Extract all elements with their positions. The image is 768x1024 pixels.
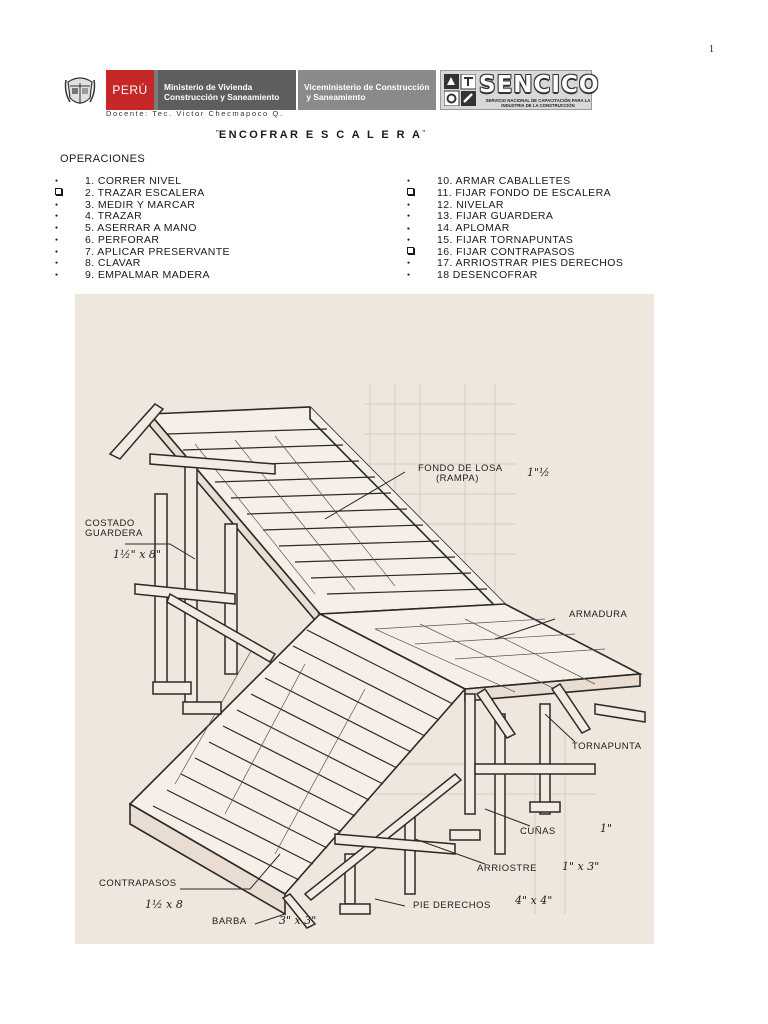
- label-tornapunta: TORNAPUNTA: [572, 741, 642, 752]
- operation-item: 18 DESENCOFRAR: [407, 269, 623, 283]
- operation-item: 4. TRAZAR: [55, 210, 230, 223]
- operation-text: 18 DESENCOFRAR: [437, 269, 538, 281]
- label-arriostre: ARRIOSTRE: [477, 863, 537, 874]
- checkbox-bullet-icon: [407, 247, 437, 259]
- operation-text: 8. CLAVAR: [85, 257, 141, 270]
- page-number: 1: [709, 44, 714, 55]
- operation-item: 5. ASERRAR A MANO: [55, 222, 230, 235]
- operation-item: 17. ARRIOSTRAR PIES DERECHOS: [407, 257, 624, 270]
- note-barba-size: 3" x 3": [279, 914, 317, 927]
- label-costado: COSTADO: [85, 518, 135, 529]
- peru-label: PERÚ: [112, 83, 148, 97]
- document-title-text: ENCOFRAR E S C A L E R A: [218, 129, 423, 141]
- viceministry-banner: Viceministerio de Construcción y Saneami…: [298, 70, 436, 110]
- operation-item: 8. CLAVAR: [55, 257, 230, 270]
- operation-text: 15. FIJAR TORNAPUNTAS: [437, 233, 574, 246]
- operation-text: 7. APLICAR PRESERVANTE: [85, 245, 230, 258]
- peru-red-block: PERÚ: [106, 70, 154, 110]
- operation-item: 11. FIJAR FONDO DE ESCALERA: [407, 186, 623, 200]
- sencico-subtitle: SERVICIO NACIONAL DE CAPACITACIÓN PARA L…: [485, 98, 591, 108]
- note-cunas-size: 1": [600, 822, 613, 835]
- stair-formwork-drawing: FONDO DE LOSA (RAMPA) 1"½ COSTADO GUARDE…: [75, 294, 654, 944]
- label-barba: BARBA: [212, 916, 247, 927]
- note-costado-size: 1½" x 8": [113, 548, 161, 561]
- operation-text: 10. ARMAR CABALLETES: [437, 175, 571, 187]
- operation-item: 13. FIJAR GUARDERA: [407, 210, 623, 223]
- operation-item: 15. FIJAR TORNAPUNTAS: [407, 233, 623, 247]
- operation-item: 6. PERFORAR: [55, 233, 230, 247]
- operation-item: 16. FIJAR CONTRAPASOS: [407, 245, 623, 259]
- operation-text: 9. EMPALMAR MADERA: [85, 269, 210, 281]
- operation-item: 14. APLOMAR: [407, 222, 623, 235]
- operation-text: 6. PERFORAR: [85, 233, 160, 246]
- operations-heading: OPERACIONES: [60, 153, 146, 165]
- checkbox-bullet-icon: [407, 188, 437, 200]
- sencico-logo: SENCICO SERVICIO NACIONAL DE CAPACITACIÓ…: [440, 70, 598, 110]
- label-fondo-de-losa: FONDO DE LOSA: [418, 463, 503, 474]
- landing-platform: [317, 603, 643, 702]
- checkbox-bullet-icon: [55, 188, 85, 200]
- label-rampa: (RAMPA): [436, 473, 479, 484]
- operation-text: 16. FIJAR CONTRAPASOS: [437, 245, 575, 258]
- operation-text: 4. TRAZAR: [85, 210, 143, 223]
- posts-and-braces: [108, 403, 646, 929]
- dot-bullet-icon: [55, 270, 85, 283]
- operation-item: 10. ARMAR CABALLETES: [407, 175, 623, 188]
- note-pie-derechos-size: 4" x 4": [515, 894, 553, 907]
- lower-steps: [152, 629, 454, 881]
- operation-item: 3. MEDIR Y MARCAR: [55, 198, 230, 212]
- operation-text: 12. NIVELAR: [437, 198, 504, 211]
- label-contrapasos: CONTRAPASOS: [99, 878, 177, 889]
- operation-text: 13. FIJAR GUARDERA: [437, 210, 554, 223]
- operation-item: 2. TRAZAR ESCALERA: [55, 186, 230, 200]
- operation-item: 9. EMPALMAR MADERA: [55, 269, 230, 283]
- operation-text: 5. ASERRAR A MANO: [85, 222, 197, 234]
- operation-text: 1. CORRER NIVEL: [85, 175, 182, 187]
- label-armadura: ARMADURA: [569, 609, 628, 620]
- operation-text: 17. ARRIOSTRAR PIES DERECHOS: [437, 257, 624, 270]
- sencico-emblem-icon: [444, 74, 476, 106]
- ministry-line-1: Ministerio de Vivienda: [164, 82, 253, 92]
- viceministry-line-1: Viceministerio de Construcción: [304, 82, 430, 92]
- note-contrapasos-size: 1½ x 8: [145, 898, 183, 911]
- operation-item: 7. APLICAR PRESERVANTE: [55, 245, 230, 259]
- operation-text: 14. APLOMAR: [437, 222, 510, 234]
- stair-formwork-sketch: [108, 384, 646, 929]
- operation-item: 12. NIVELAR: [407, 198, 623, 212]
- sencico-wordmark: SENCICO: [479, 72, 600, 98]
- note-arriostre-size: 1" x 3": [562, 860, 600, 873]
- dot-bullet-icon: [407, 270, 437, 283]
- viceministry-line-2: y Saneamiento: [304, 92, 366, 102]
- institution-header: PERÚ Ministerio de Vivienda Construcción…: [62, 70, 598, 110]
- ministry-line-2: Construcción y Saneamiento: [164, 92, 280, 102]
- leader-lines: [125, 471, 576, 925]
- operation-text: 11. FIJAR FONDO DE ESCALERA: [437, 186, 611, 199]
- label-guardera: GUARDERA: [85, 528, 143, 539]
- note-fondo-size: 1"½: [527, 466, 550, 479]
- ministry-banner: Ministerio de Vivienda Construcción y Sa…: [158, 70, 296, 110]
- operation-text: 2. TRAZAR ESCALERA: [85, 186, 205, 199]
- docente-line: Docente: Tec. Victor Checmapoco Q.: [106, 109, 284, 118]
- national-crest-icon: [64, 77, 96, 104]
- label-cunas: CUÑAS: [520, 826, 556, 837]
- operation-item: 1. CORRER NIVEL: [55, 175, 230, 188]
- operation-text: 3. MEDIR Y MARCAR: [85, 198, 196, 211]
- document-title: "ENCOFRAR E S C A L E R A": [216, 129, 426, 141]
- label-pie-derechos: PIE DERECHOS: [413, 900, 491, 911]
